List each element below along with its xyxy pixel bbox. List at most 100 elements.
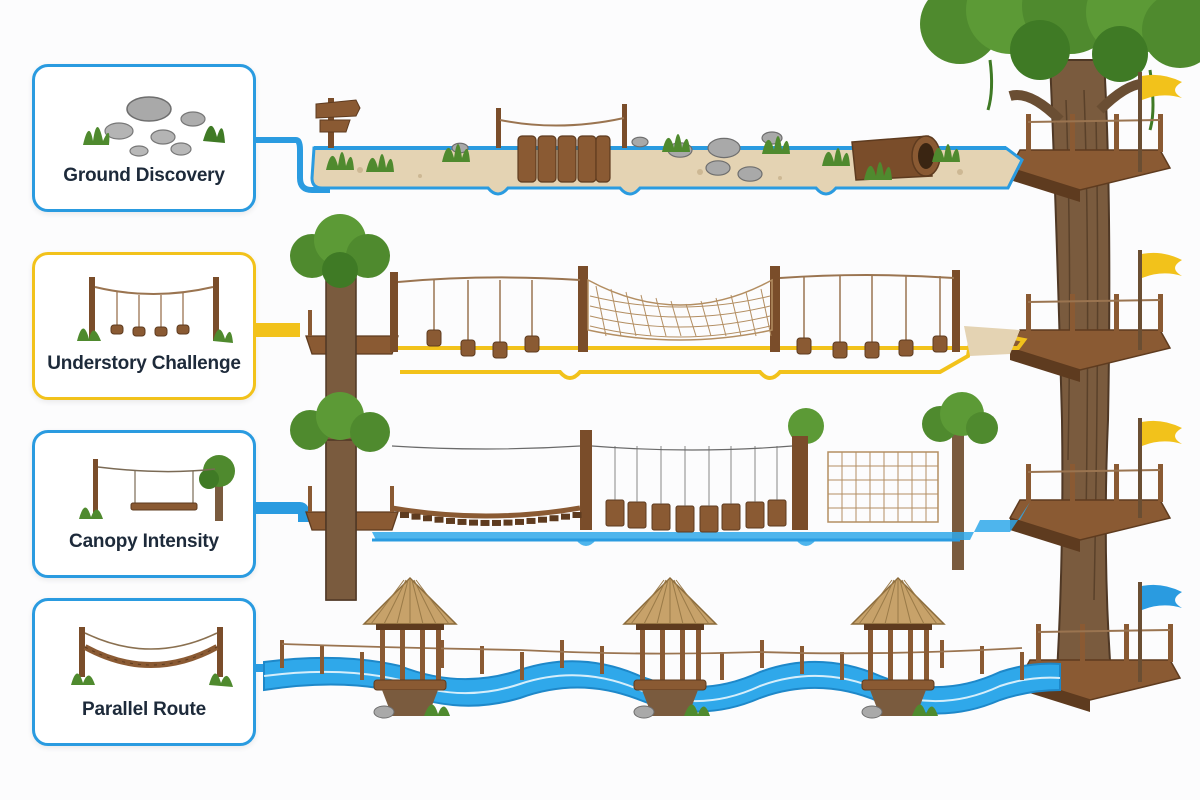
railing-rope — [281, 643, 1023, 655]
rock-icon — [631, 136, 649, 148]
bridge-slat — [423, 515, 432, 522]
bridge-slat — [515, 518, 524, 525]
net-strand — [670, 300, 682, 337]
net-strand — [730, 294, 742, 337]
bridge-plank — [767, 499, 787, 527]
railing-post — [940, 640, 944, 668]
ground-plants — [326, 134, 960, 180]
rock-icon — [451, 142, 469, 154]
card-connectors — [256, 137, 330, 672]
bridge-slat — [446, 517, 455, 524]
rock-icon — [707, 137, 741, 159]
left-platform-1 — [305, 310, 399, 355]
swinging-log — [426, 329, 442, 347]
main-tree-canopy — [920, 0, 1200, 131]
canopy-course — [372, 430, 1030, 546]
bridge-slat — [400, 512, 409, 518]
log-stack-icon — [496, 104, 627, 183]
bridge-slat — [492, 519, 501, 526]
thatched-huts — [362, 576, 946, 719]
swinging-log — [796, 337, 812, 355]
rope-bridge-icon — [71, 627, 233, 687]
platform-2 — [1008, 294, 1172, 382]
rock-icon — [761, 131, 783, 145]
net-strand — [700, 300, 712, 337]
swinging-log — [460, 339, 476, 357]
bridge-slat — [434, 516, 444, 523]
bridge-slat — [538, 516, 547, 523]
bridge-slat — [561, 513, 570, 520]
platform-4 — [1018, 624, 1182, 712]
level-label-canopy-intensity: Canopy Intensity — [69, 531, 219, 552]
bridge-plank — [627, 501, 647, 529]
finish-flags — [1138, 72, 1182, 682]
fern-icon — [366, 154, 394, 172]
swinging-log — [524, 335, 540, 353]
net-strand — [715, 297, 727, 337]
flag-icon — [1138, 418, 1182, 518]
platform-3 — [1008, 464, 1172, 552]
net-strand — [589, 305, 771, 318]
net-strand — [640, 294, 652, 337]
fern-icon — [932, 144, 960, 162]
fern-icon — [762, 136, 790, 154]
ground-path — [310, 146, 1024, 196]
swinging-log — [492, 341, 508, 359]
swinging-log — [832, 341, 848, 359]
bridge-slat — [457, 518, 467, 525]
tree-platforms — [305, 114, 1182, 712]
net-strand — [610, 288, 622, 337]
fern-icon — [864, 162, 892, 180]
level-label-understory-challenge: Understory Challenge — [47, 353, 241, 374]
net-strand — [655, 297, 667, 337]
net-strand — [760, 288, 772, 337]
swing-seat-icon — [79, 455, 235, 521]
net-strand — [625, 291, 637, 337]
ground-rocks-icon — [83, 96, 225, 157]
railing-post — [720, 652, 724, 680]
bridge-plank — [605, 499, 625, 527]
fern-icon — [662, 134, 690, 152]
net-strand — [589, 325, 771, 338]
fern-icon — [326, 152, 354, 170]
level-card-parallel-route[interactable]: Parallel Route — [32, 598, 256, 746]
net-strand — [589, 295, 771, 308]
level-card-understory-challenge[interactable]: Understory Challenge — [32, 252, 256, 400]
hollow-log-tunnel-icon — [851, 135, 941, 181]
flag-icon — [1138, 582, 1182, 682]
bridge-plank — [675, 505, 695, 533]
bridge-slat — [503, 519, 513, 526]
bridge-slat — [480, 519, 490, 526]
bridge-plank — [745, 501, 765, 529]
main-tree-trunk — [1008, 59, 1151, 691]
level-card-ground-discovery[interactable]: Ground Discovery — [32, 64, 256, 212]
net-strand — [589, 315, 771, 328]
swinging-logs-icon — [77, 277, 233, 343]
net-strand — [745, 291, 757, 337]
flag-icon — [1138, 250, 1182, 350]
bridge-slat — [526, 517, 536, 524]
bridge-slat — [549, 515, 559, 522]
bridge-plank — [699, 505, 719, 533]
thatched-hut-icon — [362, 576, 458, 719]
bridge-slat — [469, 519, 478, 526]
platform-1 — [1008, 114, 1172, 202]
ground-rocks — [451, 131, 783, 182]
net-strand — [595, 285, 607, 337]
railing-post — [840, 652, 844, 680]
fern-icon — [442, 144, 470, 162]
cargo-net — [587, 278, 773, 341]
level-card-canopy-intensity[interactable]: Canopy Intensity — [32, 430, 256, 578]
railing-post — [520, 652, 524, 680]
left-platform-2 — [305, 486, 399, 531]
swinging-log — [864, 341, 880, 359]
bridge-slat — [411, 513, 421, 520]
net-strand — [685, 303, 697, 337]
fern-icon — [822, 148, 850, 166]
railing-post — [800, 646, 804, 674]
swinging-log — [932, 335, 948, 353]
railing-post — [320, 646, 324, 674]
canopy-tree — [290, 392, 998, 601]
rock-icon — [705, 160, 731, 176]
level-label-parallel-route: Parallel Route — [82, 699, 206, 720]
